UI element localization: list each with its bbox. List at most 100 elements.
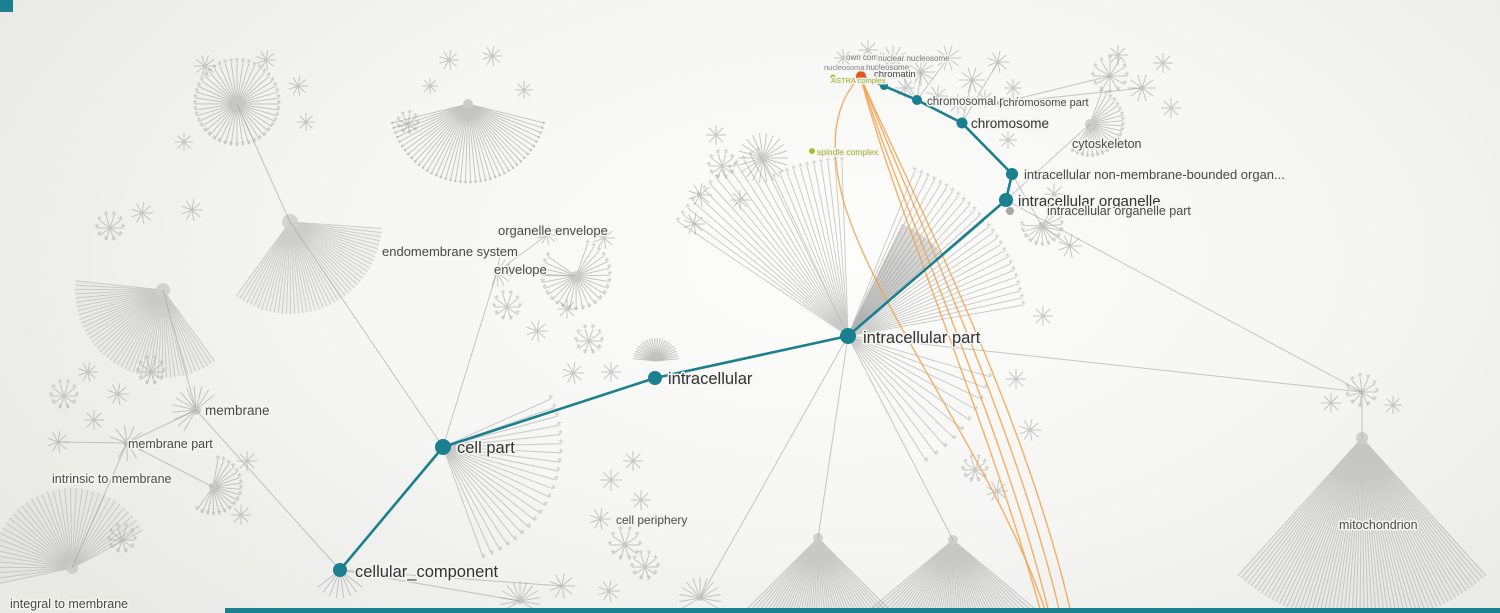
fan-hub-node[interactable] (190, 208, 194, 212)
fan-hub-node[interactable] (639, 498, 643, 502)
fan-hub-node[interactable] (1391, 403, 1395, 407)
fan-hub-node[interactable] (406, 122, 410, 126)
node-intracellular-organelle[interactable] (999, 193, 1013, 207)
fan-hub-node[interactable] (1329, 401, 1333, 405)
label-nucleosomal-chromatin[interactable]: nucleosomal chromatin (823, 62, 903, 74)
fan-hub-node[interactable] (622, 542, 628, 548)
fan-hub-node[interactable] (720, 164, 724, 168)
label-nuclear-nucleosome[interactable]: nuclear nucleosome (877, 53, 952, 65)
label-intrinsic-to-membrane[interactable]: intrinsic to membrane (51, 471, 174, 488)
fan-hub-node[interactable] (490, 54, 494, 58)
label-cellular-component[interactable]: cellular_component (354, 562, 501, 583)
fan-hub-node[interactable] (1006, 138, 1010, 142)
fan-hub-node[interactable] (182, 140, 186, 144)
label-astra-complex[interactable]: ASTRA complex (830, 75, 888, 87)
node-cellular-component[interactable] (333, 563, 347, 577)
fan-hub-node[interactable] (116, 392, 120, 396)
node-chromatin[interactable] (880, 82, 888, 90)
label-organelle-envelope[interactable]: organelle envelope (497, 222, 610, 240)
fan-hub-node[interactable] (738, 198, 742, 202)
label-spindle-complex[interactable]: spindle complex (816, 146, 881, 159)
fan-hub-node[interactable] (631, 459, 635, 463)
fan-hub-node[interactable] (296, 84, 300, 88)
node-lime-node-1[interactable] (837, 65, 843, 71)
fan-hub-node[interactable] (714, 133, 718, 137)
label-chromosome-part[interactable]: chromosome part (1002, 96, 1091, 111)
fan-hub-node[interactable] (86, 370, 90, 374)
node-intracellular-non-membrane-bounded-organelle[interactable] (1006, 168, 1018, 180)
fan-hub-node[interactable] (983, 97, 987, 101)
label-chromosome[interactable]: chromosome (970, 115, 1051, 133)
fan-hub-node[interactable] (1011, 86, 1015, 90)
fan-hub-node[interactable] (565, 307, 569, 311)
fan-hub-node[interactable] (995, 489, 999, 493)
fan-hub-node[interactable] (607, 589, 611, 593)
fan-hub-node[interactable] (463, 99, 473, 109)
node-intracellular-part[interactable] (840, 328, 856, 344)
fan-hub-node[interactable] (587, 339, 591, 343)
label-intracellular-part[interactable]: intracellular part (862, 328, 983, 349)
fan-hub-node[interactable] (973, 468, 977, 472)
fan-hub-node[interactable] (1041, 314, 1045, 318)
fan-hub-node[interactable] (245, 459, 249, 463)
label-chromatin[interactable]: chromatin (873, 68, 918, 82)
fan-hub-node[interactable] (304, 120, 308, 124)
fan-hub-node[interactable] (1028, 428, 1032, 432)
fan-hub-node[interactable] (108, 226, 112, 230)
node-intracellular[interactable] (648, 371, 662, 385)
fan-hub-node[interactable] (62, 394, 66, 398)
label-intracellular-non-membrane-bounded-organ[interactable]: intracellular non-membrane-bounded organ… (1023, 166, 1287, 184)
fan-hub-node[interactable] (140, 211, 144, 215)
label-nucleosome[interactable]: nucleosome (865, 62, 912, 74)
label-cytoskeleton[interactable]: cytoskeleton (1071, 136, 1144, 153)
fan-hub-node[interactable] (571, 371, 575, 375)
node-cell-part[interactable] (435, 439, 451, 455)
fan-hub-node[interactable] (609, 370, 613, 374)
label-endomembrane-system[interactable]: endomembrane system (381, 243, 520, 261)
fan-hub-node[interactable] (264, 58, 268, 62)
fan-hub-node[interactable] (1161, 61, 1165, 65)
node-organelle-part-hub[interactable] (1006, 207, 1014, 215)
label-intracellular-organelle-part[interactable]: intracellular organelle part (1046, 203, 1193, 220)
fan-hub-node[interactable] (149, 370, 153, 374)
fan-hub-node[interactable] (841, 56, 845, 60)
label-membrane-part[interactable]: membrane part (127, 436, 215, 453)
node-chromosome-part-hub[interactable] (997, 100, 1003, 106)
fan-hub-node[interactable] (203, 64, 207, 68)
label-intracellular[interactable]: intracellular (667, 369, 755, 390)
fan-hub-node[interactable] (505, 305, 509, 309)
fan-hub-node[interactable] (598, 517, 602, 521)
fan-hub-node[interactable] (759, 154, 767, 162)
label-intracellular-organelle[interactable]: intracellular organelle (1017, 192, 1163, 212)
label-envelope[interactable]: envelope (493, 261, 549, 279)
label-membrane[interactable]: membrane (204, 402, 272, 420)
fan-hub-node[interactable] (1116, 53, 1120, 57)
fan-hub-node[interactable] (692, 222, 696, 226)
fan-hub-node[interactable] (698, 193, 702, 197)
label-cell-part[interactable]: cell part (456, 438, 517, 459)
fan-hub-node[interactable] (935, 94, 939, 98)
node-chromosome[interactable] (956, 117, 968, 129)
fan-hub-node[interactable] (609, 478, 613, 482)
fan-hub-node[interactable] (866, 48, 870, 52)
node-nucleosome[interactable] (856, 71, 866, 81)
fan-hub-node[interactable] (535, 329, 539, 333)
label-mitochondrion[interactable]: mitochondrion (1338, 517, 1420, 534)
fan-hub-node[interactable] (120, 538, 124, 542)
label-chromosomal-part[interactable]: chromosomal part (926, 95, 1022, 110)
fan-hub-node[interactable] (643, 565, 647, 569)
label-own-complex[interactable]: own complex (845, 52, 895, 64)
fan-hub-node[interactable] (1169, 106, 1173, 110)
fan-hub-node[interactable] (602, 236, 606, 240)
fan-hub-node[interactable] (1052, 192, 1056, 196)
fan-hub-node[interactable] (956, 102, 960, 106)
fan-hub-node[interactable] (447, 58, 451, 62)
fan-hub-node[interactable] (239, 513, 243, 517)
fan-hub-node[interactable] (903, 86, 907, 90)
fan-hub-node[interactable] (92, 418, 96, 422)
fan-hub-node[interactable] (522, 88, 526, 92)
fan-hub-node[interactable] (1014, 377, 1018, 381)
label-integral-to-membrane[interactable]: integral to membrane (9, 596, 130, 613)
node-lime-node-2[interactable] (830, 74, 836, 80)
